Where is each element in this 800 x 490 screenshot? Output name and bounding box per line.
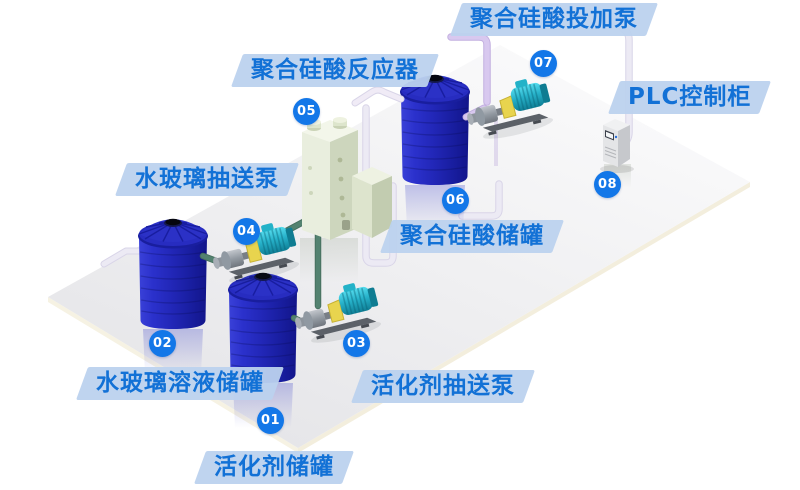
- callout-activator-pump: 活化剂抽送泵: [357, 370, 529, 403]
- callout-label: 水玻璃溶液储罐: [96, 370, 264, 396]
- callout-polymeric-silicic-tank: 聚合硅酸储罐: [386, 220, 558, 253]
- plc-cabinet: [600, 119, 634, 173]
- pipe-reactor-to-tank: [351, 86, 405, 107]
- badge-07: 07: [530, 50, 557, 77]
- callout-label: 聚合硅酸反应器: [251, 57, 419, 83]
- callout-label: 聚合硅酸储罐: [400, 223, 544, 249]
- callout-water-glass-solution-tank: 水玻璃溶液储罐: [82, 367, 278, 400]
- callout-label: 水玻璃抽送泵: [135, 166, 279, 192]
- callout-label: PLC控制柜: [628, 84, 752, 110]
- callout-label: 活化剂储罐: [214, 454, 334, 480]
- badge-08: 08: [594, 171, 621, 198]
- callout-label: 活化剂抽送泵: [371, 373, 515, 399]
- callout-reactor: 聚合硅酸反应器: [237, 54, 433, 87]
- badge-04: 04: [233, 218, 260, 245]
- badge-01: 01: [257, 407, 284, 434]
- badge-05: 05: [293, 98, 320, 125]
- badge-02: 02: [149, 330, 176, 357]
- reactor-polymeric-silicic: [302, 117, 392, 240]
- callout-dosing-pump: 聚合硅酸投加泵: [456, 3, 652, 36]
- callout-activator-tank: 活化剂储罐: [200, 451, 348, 484]
- tank-activator: [227, 272, 299, 429]
- badge-06: 06: [442, 187, 469, 214]
- callout-label: 聚合硅酸投加泵: [470, 6, 638, 32]
- badge-03: 03: [343, 330, 370, 357]
- callout-plc-cabinet: PLC控制柜: [614, 81, 765, 114]
- callout-water-glass-pump: 水玻璃抽送泵: [121, 163, 293, 196]
- floor-reflections: [300, 120, 631, 282]
